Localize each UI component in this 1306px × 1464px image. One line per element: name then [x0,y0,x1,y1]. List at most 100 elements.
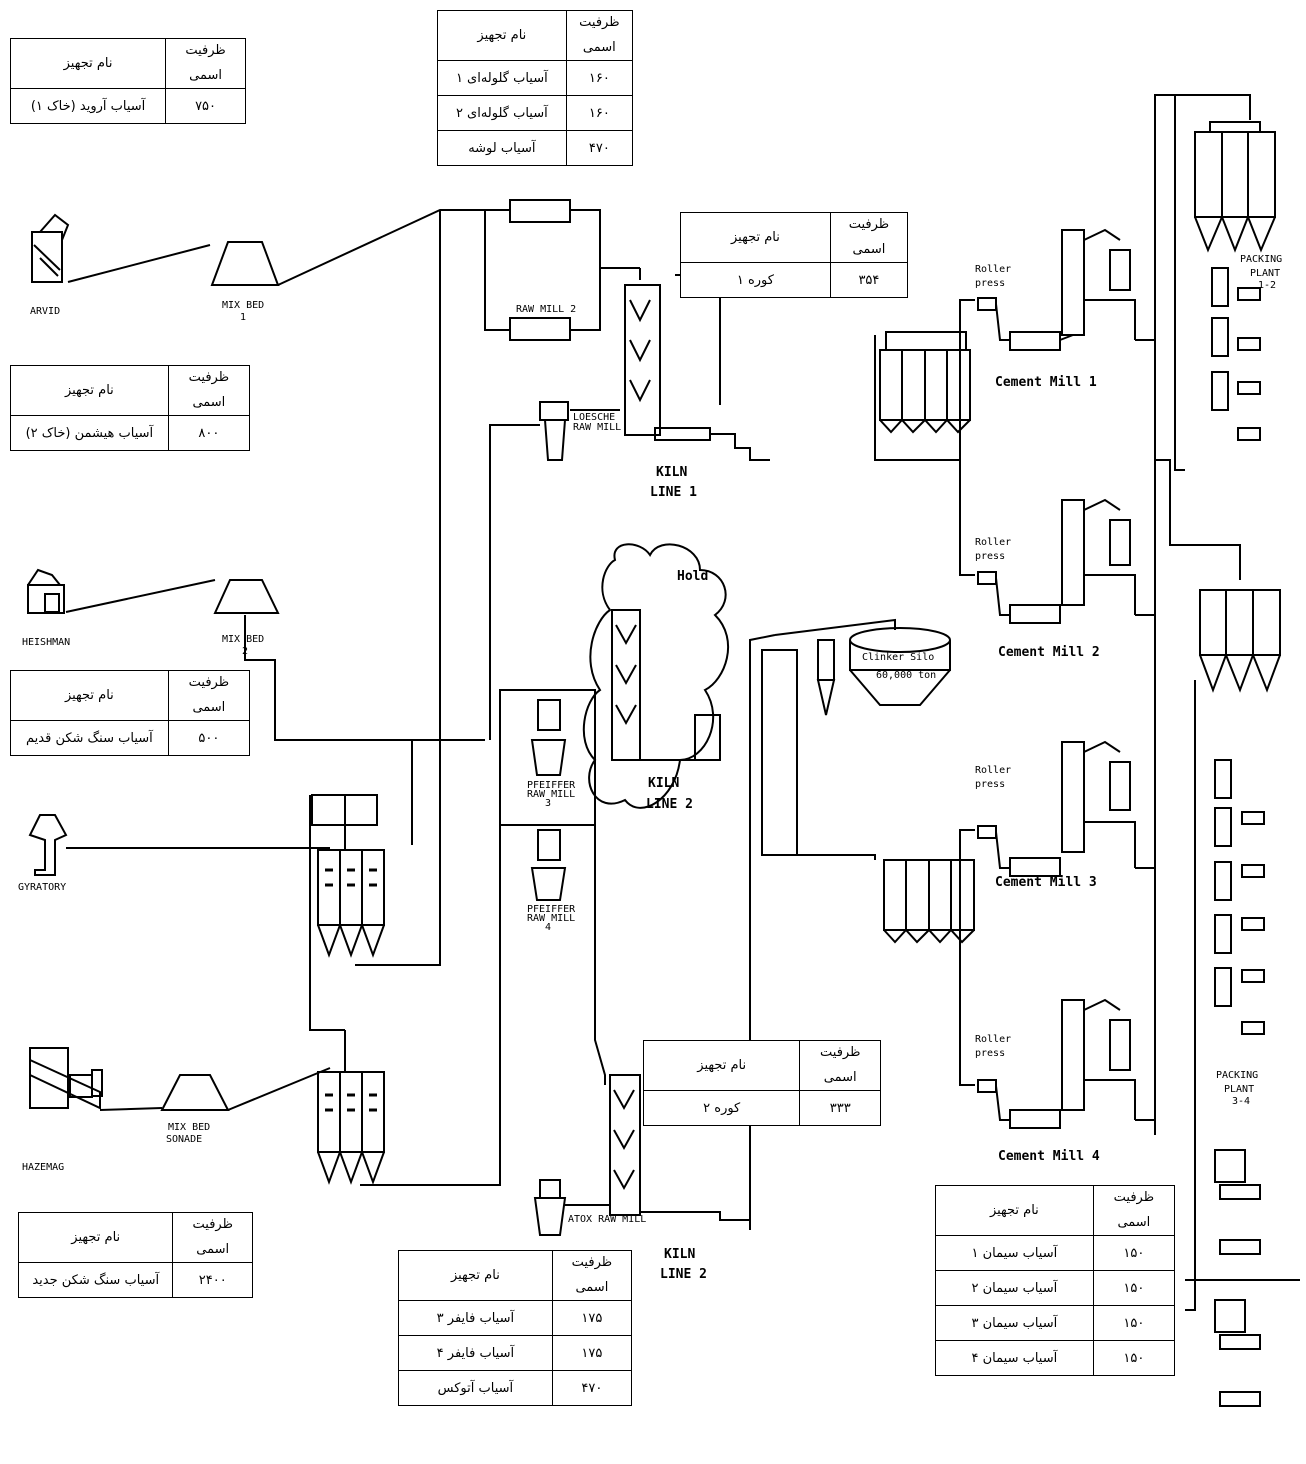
cap-header-2: اسمی [196,1241,230,1257]
cap-header-1: ظرفیت [188,370,230,385]
equipment-header: نام تجهیز [10,364,169,417]
capacity-value: ۵۰۰ [167,720,251,757]
label-kiln-line-2-hold-a: KILN [648,776,679,791]
label-raw-mill-top: RAW MILL 2 [516,304,576,315]
label-pfeiffer-a-1: PFEIFFER [527,780,576,791]
cap-header-2: اسمی [192,699,226,715]
equipment-name: آسیاب سنگ شکن جدید [17,1262,174,1299]
cement-silos-lower [1199,589,1281,693]
equipment-name: آسیاب سیمان ۲ [935,1270,1094,1307]
label-pfeiffer-a-3: 3 [545,798,551,809]
label-hazemag: HAZEMAG [22,1162,64,1173]
mix-bed-sonade [160,1074,230,1111]
label-roller-press-2a: Roller [975,537,1011,548]
label-pfeiffer-b-2: RAW MILL [527,913,575,924]
label-kiln-line-2-b: LINE 2 [660,1267,707,1282]
conveyor [67,244,211,283]
heishman-crusher [27,568,65,614]
label-arvid: ARVID [30,306,60,317]
label-hold: Hold [677,569,708,584]
label-packing-1a: PACKING [1240,254,1282,265]
label-loesche-2: RAW MILL [573,422,621,433]
cap-header-1: ظرفیت [1113,1190,1155,1205]
raw-mill-1 [509,199,571,223]
label-gyratory: GYRATORY [18,882,66,893]
label-mix-bed-1: MIX BED [222,300,264,311]
equipment-header: نام تجهیز [437,9,567,62]
equipment-name: آسیاب آروید (خاک ۱) [9,88,167,125]
equipment-name: آسیاب لوشه [437,130,567,167]
equipment-header: نام تجهیز [10,669,169,722]
label-loesche-1: LOESCHE [573,412,615,423]
cap-header-1: ظرفیت [848,217,890,232]
clinker-elevator [761,649,798,856]
cap-header-1: ظرفیت [188,675,230,690]
dust-collector [816,639,836,716]
capacity-value: ۱۶۰ [565,95,634,132]
clinker-silo [849,627,951,706]
cap-header-2: اسمی [192,394,226,410]
cap-header-2: اسمی [1117,1214,1151,1230]
label-roller-press-1a: Roller [975,264,1011,275]
cement-mill-group-1 [977,228,1136,351]
capacity-value: ۱۶۰ [565,60,634,97]
capacity-value: ۱۵۰ [1092,1305,1176,1342]
capacity-value: ۱۵۰ [1092,1235,1176,1272]
label-kiln-line-1-b: LINE 1 [650,485,697,500]
equipment-name: کوره ۲ [642,1090,801,1127]
capacity-value: ۴۷۰ [551,1370,633,1407]
label-roller-press-3b: press [975,779,1005,790]
label-mix-bed-2-num: 2 [242,646,248,657]
cap-header-1: ظرفیت [820,1045,861,1060]
label-roller-press-1b: press [975,278,1005,289]
label-cement-mill-4: Cement Mill 4 [998,1149,1100,1164]
mix-bed-1 [210,241,280,286]
cap-header-1: ظرفیت [185,43,226,58]
equipment-name: آسیاب هیشمن (خاک ۲) [10,415,169,452]
equipment-name: آسیاب گلوله‌ای ۱ [437,60,567,97]
cap-header-1: ظرفیت [571,1255,613,1270]
raw-silos-lower [317,1030,385,1185]
cement-mill-group-2 [977,498,1136,624]
label-packing-2a: PACKING [1216,1070,1258,1081]
equipment-name: آسیاب سنگ شکن قدیم [10,720,169,757]
label-cement-mill-1: Cement Mill 1 [995,375,1097,390]
label-kiln-line-2-hold-b: LINE 2 [646,797,693,812]
label-mix-bed-sonade-1: MIX BED [168,1122,210,1133]
label-roller-press-2b: press [975,551,1005,562]
cement-mill-group-4 [977,998,1136,1129]
packers-1 [1174,95,1261,471]
capacity-value: ۱۵۰ [1092,1340,1176,1377]
clinker-bins-upper [879,331,971,434]
equipment-header: نام تجهیز [935,1184,1094,1237]
bulk-trucks [1214,1149,1261,1407]
capacity-value: ۳۳۳ [799,1090,881,1127]
hazemag-crusher [29,1047,103,1110]
capacity-value: ۱۵۰ [1092,1270,1176,1307]
pfeiffer-mill-4 [530,829,567,901]
label-pfeiffer-a-2: RAW MILL [527,789,575,800]
capacity-value: ۳۵۴ [829,262,909,299]
equipment-name: آسیاب آتوکس [398,1370,553,1407]
table-heishman: ظرفیت اسمی نام تجهیز ۸۰۰ آسیاب هیشمن (خاک… [10,364,251,452]
kiln-line-1-preheater [624,284,770,461]
clinker-bins-lower [883,859,975,944]
loesche-mill [539,401,569,461]
equipment-header: نام تجهیز [398,1249,553,1302]
capacity-value: ۸۰۰ [167,415,251,452]
label-packing-2c: 3-4 [1232,1096,1250,1107]
label-mix-bed-1-num: 1 [240,312,246,323]
label-mix-bed-2: MIX BED [222,634,264,645]
equipment-header: نام تجهیز [680,211,831,264]
arvid-crusher [31,213,70,283]
raw-mill-2 [509,317,571,341]
equipment-header: نام تجهیز [642,1039,801,1092]
label-kiln-line-2-a: KILN [664,1247,695,1262]
equipment-name: کوره ۱ [680,262,831,299]
mix-bed-2 [213,579,280,614]
